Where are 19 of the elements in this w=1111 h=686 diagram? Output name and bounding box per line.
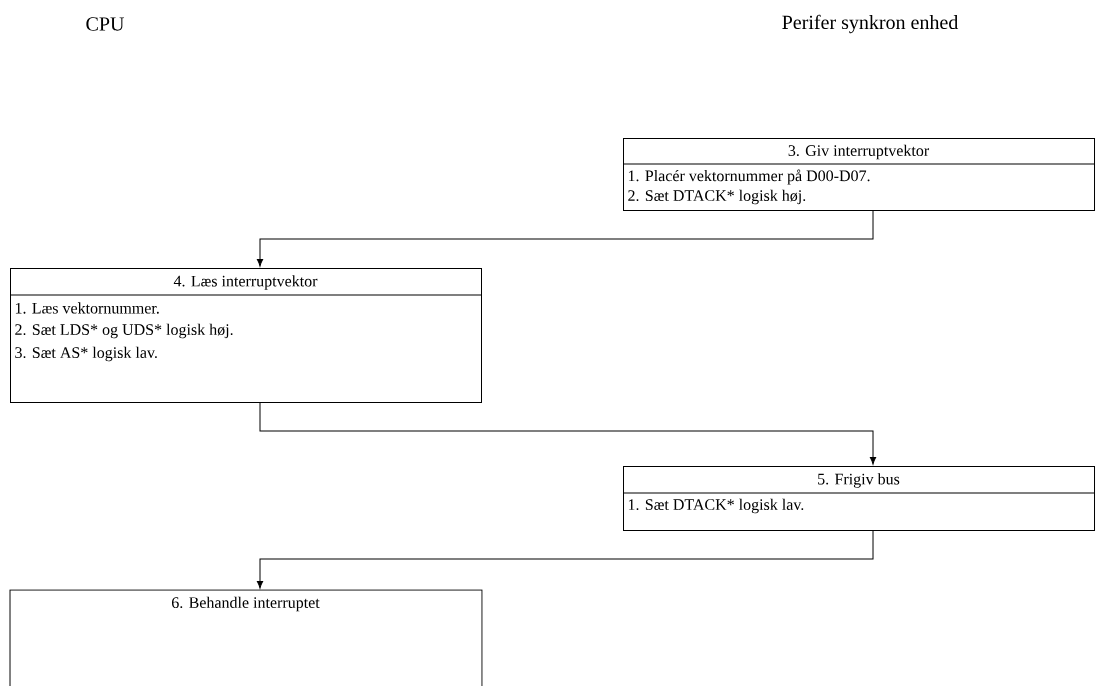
list-item: 3. Sæt AS* logisk lav. [15,346,157,362]
list-item: 1. Placér vektornummer på D00-D07. [628,169,870,185]
box-heading: 5. Frigiv bus [818,473,900,488]
box-heading: 3. Giv interruptvektor [788,144,930,160]
box-heading: 6. Behandle interruptet [172,596,320,612]
arrow [256,210,874,267]
list-item: 2. Sæt LDS* og UDS* logisk høj. [15,323,233,339]
process-box [9,589,483,686]
list-item: 1. Læs vektornummer. [15,302,159,314]
arrow [259,402,877,465]
column-heading: Perifer synkron enhed [782,14,959,34]
list-item: 2. Sæt DTACK* logisk høj. [628,189,806,205]
box-heading: 4. Læs interruptvektor [173,275,318,290]
process-box [622,466,1095,531]
process-box [622,138,1095,211]
column-heading: CPU [86,17,125,31]
arrow [256,530,874,589]
process-box [9,268,482,403]
list-item: 1. Sæt DTACK* logisk lav. [628,498,804,514]
